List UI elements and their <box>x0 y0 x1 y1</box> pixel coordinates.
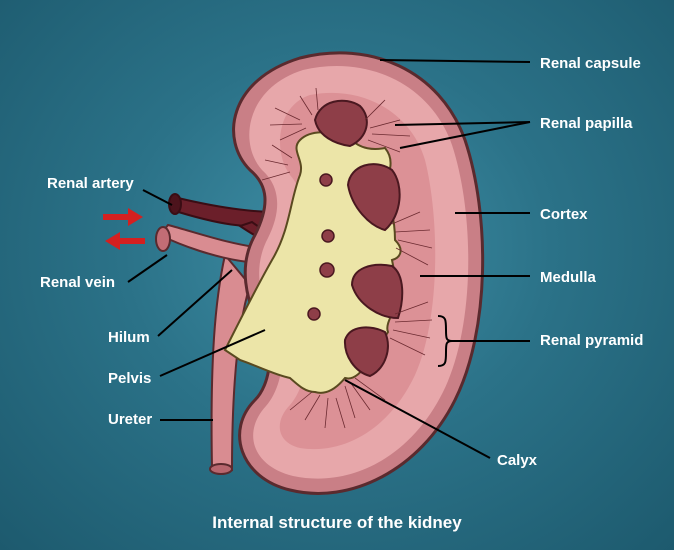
leader-renal-capsule <box>379 59 531 63</box>
flow-arrows <box>103 208 145 250</box>
leader-renal-artery <box>142 189 173 206</box>
leader-hilum <box>157 269 233 337</box>
renal-pyramids <box>313 99 404 378</box>
label-hilum: Hilum <box>108 329 150 346</box>
renal-pyramid-1 <box>313 99 368 148</box>
arrow-right-icon <box>103 208 143 226</box>
label-renal-artery: Renal artery <box>47 175 134 192</box>
leader-lines <box>127 59 531 459</box>
pelvis-dots <box>307 173 335 321</box>
pelvis-dot <box>321 229 335 243</box>
renal-vein-opening <box>155 226 171 252</box>
leader-pelvis <box>159 329 266 377</box>
label-ureter: Ureter <box>108 411 153 428</box>
label-renal-vein: Renal vein <box>40 274 116 291</box>
label-medulla: Medulla <box>540 269 596 286</box>
ureter-end <box>209 463 233 475</box>
leader-calyx <box>344 379 491 459</box>
arrow-left-icon <box>105 232 145 250</box>
label-renal-pyramid: Renal pyramid <box>540 332 644 349</box>
renal-pyramid-2 <box>346 163 401 232</box>
label-pelvis: Pelvis <box>108 370 152 387</box>
leader-renal-papilla-1 <box>394 121 531 126</box>
leader-renal-papilla-2 <box>399 121 531 149</box>
leader-renal-vein <box>127 254 168 283</box>
renal-pyramid-brace <box>437 315 453 367</box>
pelvis-dot <box>319 173 333 187</box>
label-renal-capsule: Renal capsule <box>540 55 641 72</box>
pelvis-dot <box>319 262 335 278</box>
label-cortex: Cortex <box>540 206 588 223</box>
diagram-caption: Internal structure of the kidney <box>212 513 462 532</box>
renal-pyramid-4 <box>343 326 389 378</box>
label-renal-papilla: Renal papilla <box>540 115 633 132</box>
papilla-rays <box>261 87 433 429</box>
renal-pyramid-3 <box>350 263 404 320</box>
label-calyx: Calyx <box>497 452 538 469</box>
pelvis-dot <box>307 307 321 321</box>
